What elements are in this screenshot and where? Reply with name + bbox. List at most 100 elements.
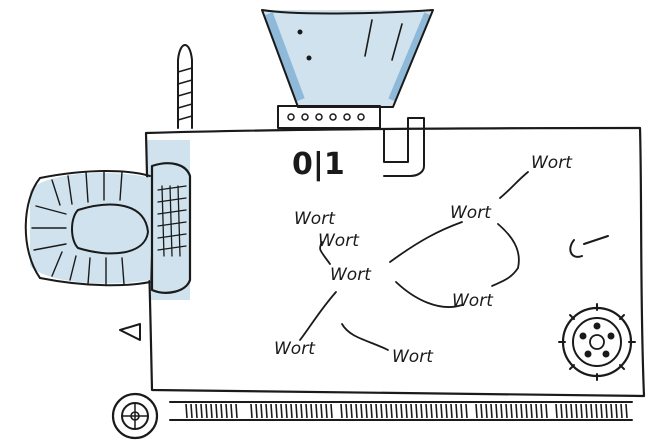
tread-tick xyxy=(536,404,537,418)
word-label-8: Wort xyxy=(392,347,434,367)
tread-tick xyxy=(441,404,442,418)
tread-tick xyxy=(461,404,462,418)
word-label-7: Wort xyxy=(274,339,316,359)
tread-tick xyxy=(216,404,217,418)
tread-tick xyxy=(281,404,282,418)
tread-tick xyxy=(276,404,277,418)
tread-tick xyxy=(436,404,437,418)
tread-tick xyxy=(221,404,222,418)
tread-tick xyxy=(261,404,262,418)
tread-tick xyxy=(271,404,272,418)
exhaust-fan-icon xyxy=(26,171,150,285)
tread-tick xyxy=(381,404,382,418)
tread-tick xyxy=(226,404,227,418)
tread-tick xyxy=(411,404,412,418)
keyhole-icon xyxy=(570,236,608,257)
tread-tick xyxy=(506,404,507,418)
tread-tick xyxy=(191,404,192,418)
tread-tick xyxy=(501,404,502,418)
tread-tick xyxy=(446,404,447,418)
antenna-icon xyxy=(178,45,192,128)
tread-tick xyxy=(321,404,322,418)
hopper-icon xyxy=(262,10,433,107)
tread-tick xyxy=(486,404,487,418)
tread-tick xyxy=(406,404,407,418)
tread-tick xyxy=(581,404,582,418)
wheel-icon xyxy=(113,394,157,438)
tread-tick xyxy=(526,404,527,418)
word-label-4: Wort xyxy=(450,203,492,223)
gear-icon xyxy=(559,304,635,380)
tread-tick xyxy=(511,404,512,418)
tread-tick xyxy=(401,404,402,418)
tread-tick xyxy=(296,404,297,418)
word-label-5: Wort xyxy=(531,153,573,173)
tread-tick xyxy=(426,404,427,418)
tread-tick xyxy=(586,404,587,418)
tread-tick xyxy=(371,404,372,418)
tread-tick xyxy=(531,404,532,418)
tread-tick xyxy=(416,404,417,418)
tread-tick xyxy=(356,404,357,418)
tread-tick xyxy=(196,404,197,418)
tread-tick xyxy=(496,404,497,418)
tread-tick xyxy=(611,404,612,418)
tread-tick xyxy=(361,404,362,418)
tread-tick xyxy=(331,404,332,418)
tread-tick xyxy=(516,404,517,418)
tread-tick xyxy=(351,404,352,418)
tread-tick xyxy=(546,404,547,418)
tread-tick xyxy=(591,404,592,418)
tread-tick xyxy=(251,404,252,418)
outlet-pipe xyxy=(384,118,424,176)
tread-tick xyxy=(231,404,232,418)
hopper-base-plate xyxy=(278,106,380,128)
tread-tick xyxy=(626,404,627,418)
tread-tick xyxy=(386,404,387,418)
tread-tick xyxy=(206,404,207,418)
tread-tick xyxy=(431,404,432,418)
tread-tick xyxy=(576,404,577,418)
word-network-links xyxy=(300,172,528,350)
tread-tick xyxy=(211,404,212,418)
tread-tick xyxy=(311,404,312,418)
tread-tick xyxy=(326,404,327,418)
tread-tick xyxy=(476,404,477,418)
tread-tick xyxy=(186,404,187,418)
tread-tick xyxy=(396,404,397,418)
tread-tick xyxy=(561,404,562,418)
word-label-3: Wort xyxy=(330,265,372,285)
tread-ticks xyxy=(186,404,627,418)
word-label-2: Wort xyxy=(318,231,360,251)
tread-tick xyxy=(596,404,597,418)
tread-tick xyxy=(491,404,492,418)
tread-tick xyxy=(571,404,572,418)
tread-tick xyxy=(616,404,617,418)
tread-tick xyxy=(456,404,457,418)
tread-tick xyxy=(266,404,267,418)
tread-tick xyxy=(286,404,287,418)
tread-tick xyxy=(291,404,292,418)
tread-tick xyxy=(621,404,622,418)
tread-tick xyxy=(606,404,607,418)
tread-tick xyxy=(451,404,452,418)
tread-tick xyxy=(236,404,237,418)
tread-tick xyxy=(466,404,467,418)
tread-tick xyxy=(601,404,602,418)
tread-tick xyxy=(366,404,367,418)
tread-tick xyxy=(201,404,202,418)
tread-tick xyxy=(316,404,317,418)
tread-tick xyxy=(256,404,257,418)
word-label-1: Wort xyxy=(294,209,336,229)
tread-tick xyxy=(346,404,347,418)
tread-tick xyxy=(566,404,567,418)
tread-tick xyxy=(376,404,377,418)
display-label: 0|1 xyxy=(292,147,345,182)
tread-tick xyxy=(481,404,482,418)
tread-tick xyxy=(541,404,542,418)
tread-tick xyxy=(341,404,342,418)
tread-track xyxy=(170,402,632,420)
word-label-6: Wort xyxy=(452,291,494,311)
tread-tick xyxy=(306,404,307,418)
